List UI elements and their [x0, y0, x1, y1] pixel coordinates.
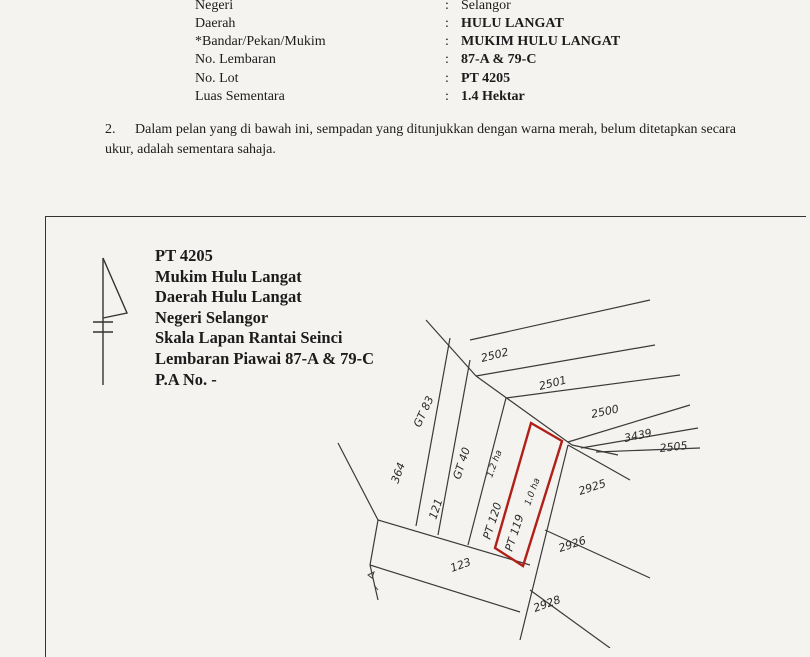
plan-title-scale: Skala Lapan Rantai Seinci — [155, 328, 343, 348]
highlighted-lot-boundary — [493, 421, 564, 568]
lot-label-121: 121 — [426, 497, 445, 521]
field-row: No. Lot: PT 4205 — [0, 71, 810, 89]
lot-label-3439: 3439 — [623, 426, 653, 445]
field-row: Negeri: Selangor — [0, 0, 810, 16]
field-value: PT 4205 — [461, 71, 511, 86]
field-value: MUKIM HULU LANGAT — [461, 34, 621, 49]
paragraph-number: 2. — [105, 122, 116, 137]
field-label: Negeri — [195, 0, 234, 13]
field-colon: : — [445, 71, 449, 86]
field-value: 1.4 Hektar — [461, 89, 525, 104]
lot-area-pt120: 1.2 ha — [485, 449, 504, 479]
lot-area-pt119: 1.0 ha — [523, 477, 542, 507]
field-label: *Bandar/Pekan/Mukim — [195, 34, 326, 49]
road-marker-icon — [367, 571, 379, 591]
field-row: Daerah: HULU LANGAT — [0, 16, 810, 34]
lot-label-2505: 2505 — [659, 439, 688, 455]
field-label: Luas Sementara — [195, 89, 285, 104]
field-row: Luas Sementara:1.4 Hektar — [0, 89, 810, 107]
plan-title-mukim: Mukim Hulu Langat — [155, 266, 302, 286]
field-colon: : — [445, 16, 449, 31]
field-value: Selangor — [461, 0, 511, 13]
lot-label-2500: 2500 — [590, 402, 620, 421]
field-label: No. Lot — [195, 71, 239, 86]
lot-label-2928: 2928 — [532, 593, 563, 615]
field-label: No. Lembaran — [195, 52, 276, 67]
field-label: Daerah — [195, 16, 236, 31]
lot-label-2925: 2925 — [577, 477, 608, 498]
plan-frame — [45, 216, 806, 657]
field-colon: : — [445, 0, 449, 13]
parcel-lines — [337, 299, 701, 648]
paragraph-text: Dalam pelan yang di bawah ini, sempadan … — [105, 122, 737, 157]
lot-label-2502: 2502 — [480, 346, 510, 365]
plan-title-sheet: Lembaran Piawai 87-A & 79-C — [155, 348, 375, 368]
plan-title-block: PT 4205 Mukim Hulu Langat Daerah Hulu La… — [155, 246, 374, 390]
field-colon: : — [445, 34, 449, 49]
lot-label-gt83: GT 83 — [411, 394, 437, 429]
plan-title-daerah: Daerah Hulu Langat — [155, 287, 302, 307]
paragraph-2: 2.Dalam pelan yang di bawah ini, sempada… — [105, 120, 765, 160]
lot-label-364: 364 — [389, 461, 408, 485]
lot-label-pt120: PT 120 — [480, 501, 504, 541]
field-row: *Bandar/Pekan/Mukim: MUKIM HULU LANGAT — [0, 34, 810, 52]
lot-label-pt119: PT 119 — [502, 513, 526, 553]
plan-title-pa: P.A No. - — [155, 369, 217, 389]
plan-title-negeri: Negeri Selangor — [155, 307, 269, 327]
plan-title-lot: PT 4205 — [155, 246, 213, 265]
field-row: No. Lembaran:87-A & 79-C — [0, 52, 810, 70]
field-value: 87-A & 79-C — [461, 52, 537, 67]
field-value: HULU LANGAT — [461, 16, 564, 31]
field-colon: : — [445, 52, 449, 67]
lot-label-123: 123 — [449, 555, 473, 574]
north-arrow-icon — [93, 257, 128, 385]
field-colon: : — [445, 89, 449, 104]
